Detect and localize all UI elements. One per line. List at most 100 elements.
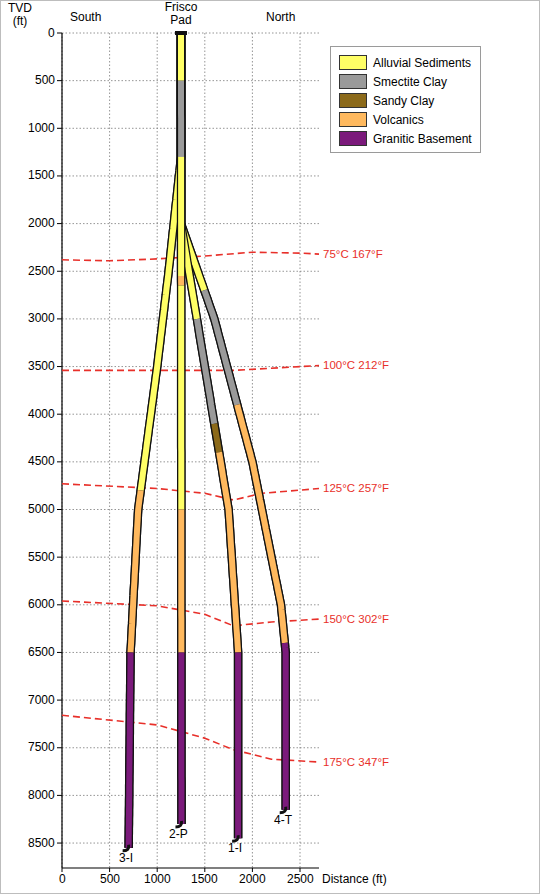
isotherm-line	[62, 715, 319, 762]
label: 1500	[191, 873, 218, 886]
grid-line	[62, 414, 319, 415]
label: 0	[48, 27, 55, 40]
grid-line	[62, 700, 319, 701]
label: 75°C 167°F	[323, 248, 383, 261]
legend-row: Alluvial Sediments	[339, 53, 472, 72]
axis-tick	[57, 700, 62, 701]
grid-line	[62, 33, 63, 868]
well-outline	[177, 33, 186, 824]
isotherm-line	[62, 484, 319, 500]
axis-tick	[57, 318, 62, 319]
label: 1000	[28, 122, 55, 135]
well-outline	[181, 33, 286, 810]
grid-line	[62, 128, 319, 129]
label: 2500	[28, 265, 55, 278]
label: 7500	[28, 741, 55, 754]
well-segment	[214, 424, 219, 453]
label: 4000	[28, 408, 55, 421]
legend-row: Sandy Clay	[339, 91, 472, 110]
axis-tick	[57, 843, 62, 844]
label: 8500	[28, 837, 55, 850]
legend-swatch	[339, 131, 367, 146]
label: 2500	[287, 873, 314, 886]
well-toe	[123, 845, 129, 851]
well-segment	[178, 81, 184, 157]
well-segment	[178, 286, 184, 510]
well-toe	[175, 821, 181, 827]
well-outline	[181, 33, 238, 838]
legend-row: Volcanics	[339, 110, 472, 129]
axis-tick	[57, 795, 62, 796]
grid-line	[62, 509, 319, 510]
well-segment	[178, 81, 184, 157]
axis-tick	[57, 128, 62, 129]
axis-tick	[57, 414, 62, 415]
legend-text: Sandy Clay	[373, 94, 434, 108]
well-segment	[219, 452, 238, 652]
legend-swatch	[339, 93, 367, 108]
legend-text: Granitic Basement	[373, 132, 472, 146]
label: North	[266, 11, 295, 24]
grid-line	[62, 80, 319, 81]
label: 2-P	[169, 828, 188, 841]
well-segment	[178, 652, 184, 824]
legend-box: Alluvial SedimentsSmectite ClaySandy Cla…	[330, 46, 481, 153]
label: 3-I	[119, 852, 133, 865]
axis-tick	[57, 271, 62, 272]
label: South	[70, 11, 101, 24]
grid-line	[62, 652, 319, 653]
well-segment	[131, 490, 141, 652]
axis-tick	[57, 461, 62, 462]
well-segment	[282, 643, 289, 810]
label: 8000	[28, 789, 55, 802]
label: 100°C 212°F	[323, 359, 389, 372]
well-toe	[280, 807, 286, 813]
label: 1-I	[228, 842, 242, 855]
label: 5000	[28, 503, 55, 516]
label: 1500	[28, 169, 55, 182]
grid-line	[300, 33, 301, 868]
well-segment	[235, 652, 241, 838]
well-segment	[178, 81, 184, 157]
label: TVD (ft)	[3, 2, 37, 28]
label: 5500	[28, 551, 55, 564]
legend-text: Smectite Clay	[373, 75, 447, 89]
x-axis	[62, 867, 319, 868]
legend-swatch	[339, 74, 367, 89]
axis-tick	[57, 175, 62, 176]
grid-line	[62, 175, 319, 176]
axis-tick	[57, 33, 62, 34]
legend-text: Alluvial Sediments	[373, 56, 471, 70]
well-outline	[129, 33, 181, 848]
label: 3000	[28, 312, 55, 325]
y-axis	[61, 33, 62, 868]
well-segment	[178, 33, 184, 81]
label: 0	[59, 873, 66, 886]
legend-swatch	[339, 55, 367, 70]
well-segment	[178, 157, 184, 276]
grid-line	[157, 33, 158, 868]
label: 2000	[239, 873, 266, 886]
well-outline	[181, 33, 238, 838]
grid-line	[62, 223, 319, 224]
label: 125°C 257°F	[323, 482, 389, 495]
label: 500	[35, 74, 55, 87]
axis-tick	[57, 604, 62, 605]
well-outline	[181, 33, 286, 810]
axis-tick	[57, 652, 62, 653]
well-segment	[141, 157, 181, 491]
label: 3500	[28, 360, 55, 373]
legend-swatch	[339, 112, 367, 127]
grid-line	[62, 795, 319, 796]
label: Frisco Pad	[158, 1, 204, 27]
well-toe	[232, 835, 238, 841]
legend-row: Granitic Basement	[339, 129, 472, 148]
label: 500	[100, 873, 120, 886]
label: 6500	[28, 646, 55, 659]
label: 4-T	[274, 814, 292, 827]
label: 2000	[28, 217, 55, 230]
well-segment	[129, 652, 131, 847]
grid-line	[62, 366, 319, 367]
well-outline	[129, 33, 181, 848]
